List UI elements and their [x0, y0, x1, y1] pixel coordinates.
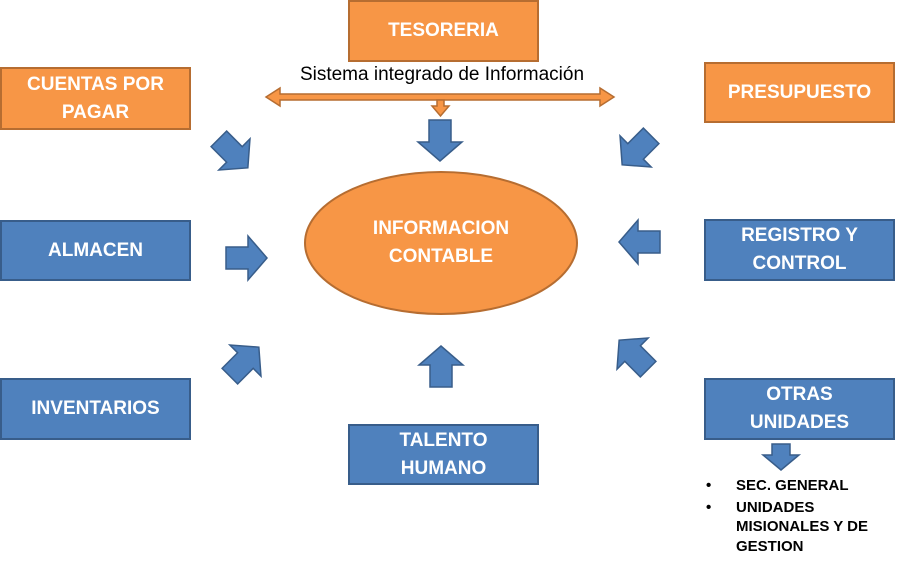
node-registro-line2: CONTROL	[752, 253, 847, 274]
node-cuentas-line2: PAGAR	[61, 101, 130, 123]
center-ellipse	[304, 171, 578, 315]
node-inventarios-label: INVENTARIOS	[31, 398, 160, 420]
integration-double-arrow	[264, 86, 616, 118]
node-talento-humano: TALENTO HUMANO	[348, 424, 539, 485]
node-inventarios: INVENTARIOS	[0, 378, 191, 440]
node-registro-y-control: REGISTRO Y CONTROL	[704, 219, 895, 281]
center-label-line2: CONTABLE	[388, 246, 494, 267]
arrow-from-talento	[418, 345, 464, 388]
node-talento-line2: HUMANO	[400, 457, 487, 479]
node-tesoreria: TESORERIA	[348, 0, 539, 62]
node-otras-line2: UNIDADES	[749, 412, 850, 433]
arrow-from-otras	[602, 323, 665, 386]
arrow-from-almacen	[225, 235, 268, 281]
node-cuentas-por-pagar: CUENTAS POR PAGAR	[0, 67, 191, 130]
arrow-from-tesoreria	[417, 119, 463, 162]
node-presupuesto-label: PRESUPUESTO	[727, 81, 872, 103]
otras-unidades-list: SEC. GENERAL UNIDADES MISIONALES Y DE GE…	[706, 476, 902, 558]
node-almacen-label: ALMACEN	[48, 239, 143, 261]
node-talento-line1: TALENTO	[399, 429, 488, 451]
node-cuentas-line1: CUENTAS POR	[27, 73, 164, 95]
node-otras-unidades: OTRAS UNIDADES	[704, 378, 895, 440]
node-registro-line1: REGISTRO Y	[741, 225, 858, 247]
arrow-from-registro	[618, 219, 661, 265]
node-almacen: ALMACEN	[0, 220, 191, 281]
list-item: SEC. GENERAL	[706, 476, 902, 496]
node-presupuesto: PRESUPUESTO	[704, 62, 895, 123]
node-tesoreria-label: TESORERIA	[388, 20, 499, 42]
integration-label: Sistema integrado de Información	[299, 64, 585, 85]
list-item: UNIDADES MISIONALES Y DE GESTION	[706, 498, 902, 557]
center-label-line1: INFORMACION	[372, 217, 510, 239]
arrow-from-presupuesto	[605, 119, 668, 182]
node-otras-line1: OTRAS	[766, 384, 833, 406]
arrow-from-inventarios	[213, 330, 276, 393]
arrow-from-cuentas	[202, 122, 265, 185]
center-label: INFORMACION CONTABLE	[305, 172, 577, 314]
arrow-otras-down	[760, 443, 802, 471]
